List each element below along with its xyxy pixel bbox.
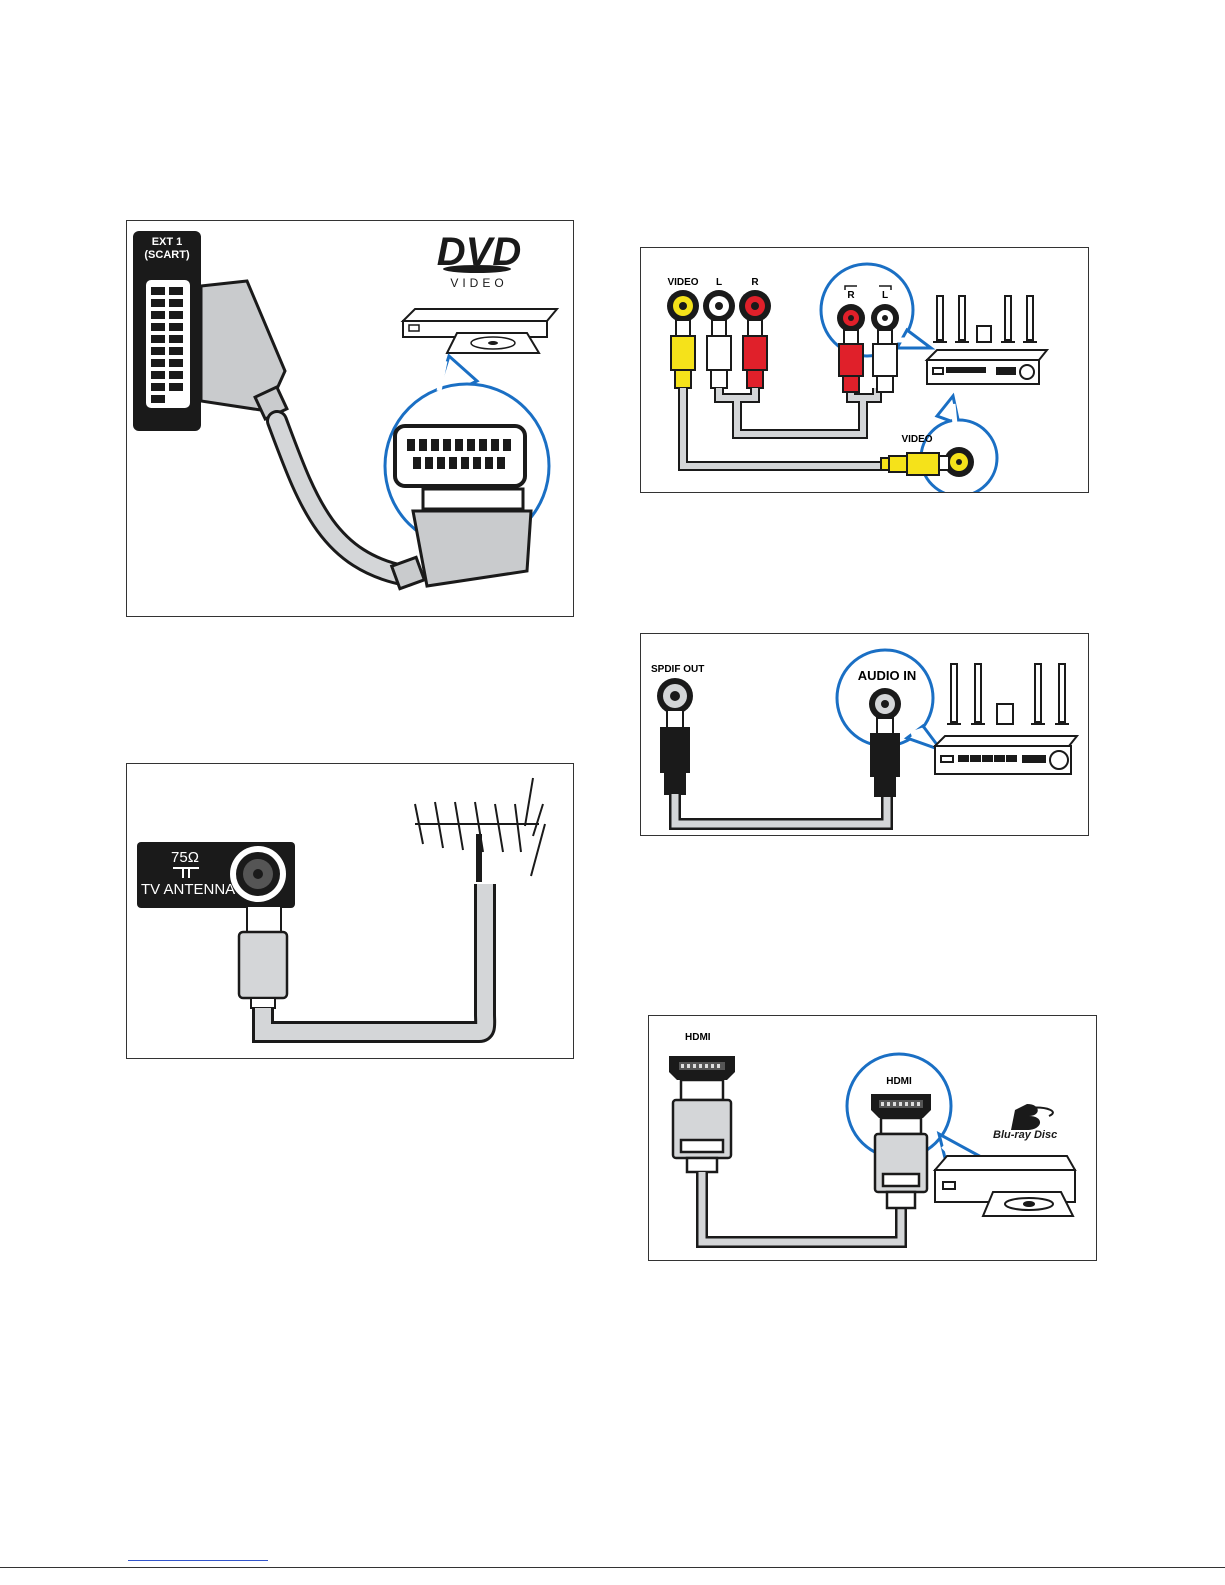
hdmi-connection-panel: HDMI HDMI Blu-ray	[648, 1015, 1097, 1261]
hdmi-diagram: HDMI HDMI Blu-ray	[649, 1016, 1097, 1261]
device-video-label: VIDEO	[901, 434, 932, 445]
scart-diagram: EXT 1 (SCART) DVD VIDEO	[127, 221, 574, 617]
tv-right-label: R	[751, 277, 759, 288]
bluray-logo-text: Blu-ray Disc	[993, 1129, 1057, 1141]
tv-left-label: L	[716, 277, 722, 288]
spdif-diagram: SPDIF OUT AUDIO IN	[641, 634, 1089, 836]
device-left-label: L	[882, 290, 888, 301]
home-theater-icon	[935, 664, 1077, 774]
composite-diagram: VIDEO L R R L	[641, 248, 1089, 493]
device-hdmi-label: HDMI	[886, 1076, 912, 1087]
dvd-logo-sub: VIDEO	[450, 276, 507, 290]
spdif-connection-panel: SPDIF OUT AUDIO IN	[640, 633, 1089, 836]
antenna-impedance-label: 75Ω	[171, 849, 199, 866]
footer-rule	[0, 1567, 1225, 1568]
tv-hdmi-label: HDMI	[685, 1032, 711, 1043]
spdif-out-label: SPDIF OUT	[651, 664, 704, 675]
device-right-label: R	[847, 290, 855, 301]
bluray-player-icon	[935, 1156, 1075, 1216]
scart-port-device	[395, 426, 525, 486]
bluray-logo-icon	[1011, 1104, 1053, 1130]
antenna-port-label: TV ANTENNA	[141, 881, 235, 898]
dvd-player-icon	[403, 309, 557, 353]
audio-in-label: AUDIO IN	[858, 668, 917, 683]
home-theater-icon	[927, 296, 1047, 384]
antenna-connection-panel: 75Ω TV ANTENNA	[126, 763, 574, 1059]
scart-connection-panel: EXT 1 (SCART) DVD VIDEO	[126, 220, 574, 617]
scart-port-label-2: (SCART)	[144, 249, 190, 261]
scart-port-label-1: EXT 1	[152, 236, 183, 248]
antenna-icon	[415, 778, 545, 882]
composite-connection-panel: VIDEO L R R L	[640, 247, 1089, 493]
tv-video-label: VIDEO	[667, 277, 698, 288]
antenna-diagram: 75Ω TV ANTENNA	[127, 764, 574, 1059]
footer-link-line	[128, 1560, 268, 1561]
